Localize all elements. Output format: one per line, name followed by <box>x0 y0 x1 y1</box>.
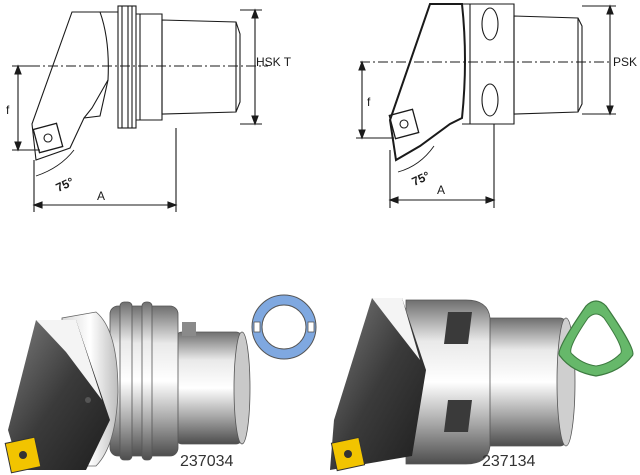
left-shank-label: HSK T <box>256 55 292 69</box>
holder-outline <box>31 11 109 161</box>
left-product-code: 237034 <box>180 453 233 470</box>
left-f-label: f <box>6 103 10 117</box>
flange <box>117 5 137 129</box>
psk-shank <box>513 15 583 115</box>
right-a-label: A <box>437 183 445 197</box>
left-technical-drawing <box>12 5 268 212</box>
right-f-label: f <box>367 95 371 109</box>
right-shank-label: PSK <box>613 55 637 69</box>
right-product-code: 237134 <box>482 453 535 470</box>
holder-outline <box>388 3 466 162</box>
ring-icon <box>252 295 316 359</box>
insert-square <box>388 108 420 140</box>
hsk-shank <box>161 19 241 115</box>
left-angle-label: 75° <box>54 174 77 194</box>
right-product-image <box>330 298 634 472</box>
left-a-label: A <box>97 189 105 203</box>
insert-square <box>32 122 64 154</box>
right-angle-label: 75° <box>410 168 433 188</box>
right-technical-drawing <box>356 3 616 208</box>
left-product-image <box>4 294 317 474</box>
